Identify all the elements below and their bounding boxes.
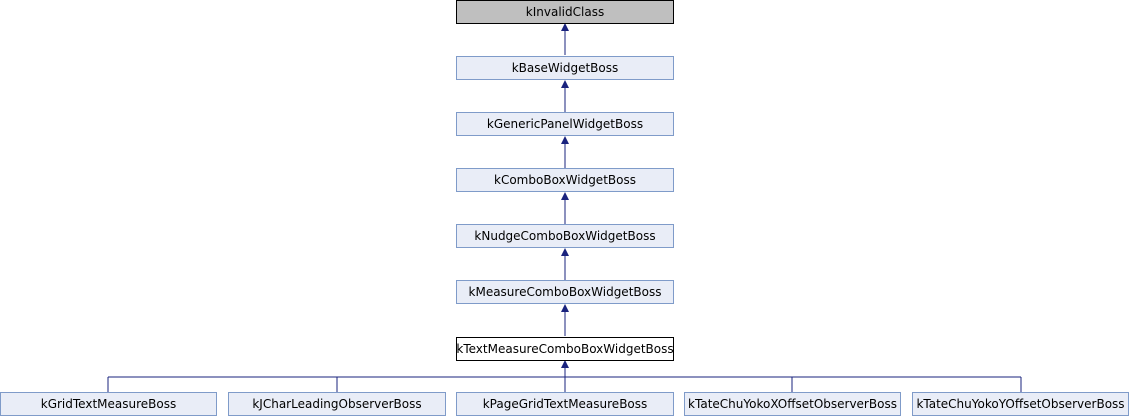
node-kmeasurecomboboxwidgetboss[interactable]: kMeasureComboBoxWidgetBoss: [456, 280, 674, 304]
node-kpagegridtextmeasureboss[interactable]: kPageGridTextMeasureBoss: [456, 392, 674, 416]
node-kbasewidgetboss[interactable]: kBaseWidgetBoss: [456, 56, 674, 80]
node-ktatechuyokoxoffsetobserverboss[interactable]: kTateChuYokoXOffsetObserverBoss: [684, 392, 901, 416]
node-ktatechuyokoyoffsetobserverboss[interactable]: kTateChuYokoYOffsetObserverBoss: [912, 392, 1129, 416]
node-kgenericpanelwidgetboss[interactable]: kGenericPanelWidgetBoss: [456, 112, 674, 136]
node-kcomboboxwidgetboss[interactable]: kComboBoxWidgetBoss: [456, 168, 674, 192]
node-ktextmeasurecomboboxwidgetboss: kTextMeasureComboBoxWidgetBoss: [456, 337, 674, 361]
node-knudgecomboboxwidgetboss[interactable]: kNudgeComboBoxWidgetBoss: [456, 224, 674, 248]
node-kjcharleadingobserverboss[interactable]: kJCharLeadingObserverBoss: [228, 392, 446, 416]
node-kinvalidclass[interactable]: kInvalidClass: [456, 0, 674, 24]
node-kgridtextmeasureboss[interactable]: kGridTextMeasureBoss: [0, 392, 217, 416]
